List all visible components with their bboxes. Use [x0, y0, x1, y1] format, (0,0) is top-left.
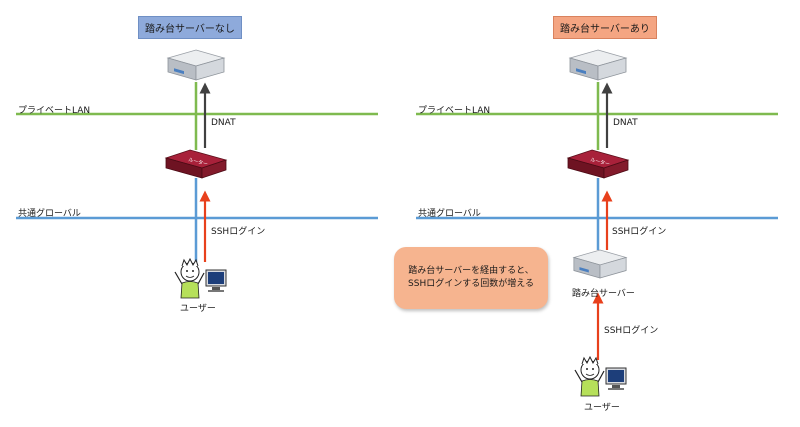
user-icon — [574, 356, 627, 397]
ssh-label-right-lower: SSHログイン — [604, 326, 659, 336]
callout-line-1: 踏み台サーバーを経由すると、 — [408, 266, 534, 276]
bastion-label: 踏み台サーバー — [572, 289, 635, 299]
global-label-right: 共通グローバル — [418, 209, 481, 219]
panel-title-right: 踏み台サーバーあり — [553, 16, 657, 39]
lan-label-right: プライベートLAN — [418, 106, 491, 116]
dnat-label-left: DNAT — [211, 118, 236, 128]
callout-line-2: SSHログインする回数が増える — [408, 279, 534, 289]
server-icon — [167, 49, 225, 81]
router-icon — [165, 149, 227, 179]
ssh-label-right-upper: SSHログイン — [612, 227, 667, 237]
lan-label-left: プライベートLAN — [18, 106, 91, 116]
bastion-server-icon — [573, 249, 627, 279]
server-icon — [569, 49, 627, 81]
user-label-right: ユーザー — [584, 403, 620, 413]
dnat-label-right: DNAT — [613, 118, 638, 128]
ssh-label-left: SSHログイン — [211, 227, 266, 237]
callout-note: 踏み台サーバーを経由すると、 SSHログインする回数が増える — [394, 247, 548, 309]
panel-title-left: 踏み台サーバーなし — [138, 16, 242, 39]
user-icon — [174, 258, 227, 299]
global-label-left: 共通グローバル — [18, 209, 81, 219]
router-icon — [567, 149, 629, 179]
user-label-left: ユーザー — [180, 304, 216, 314]
